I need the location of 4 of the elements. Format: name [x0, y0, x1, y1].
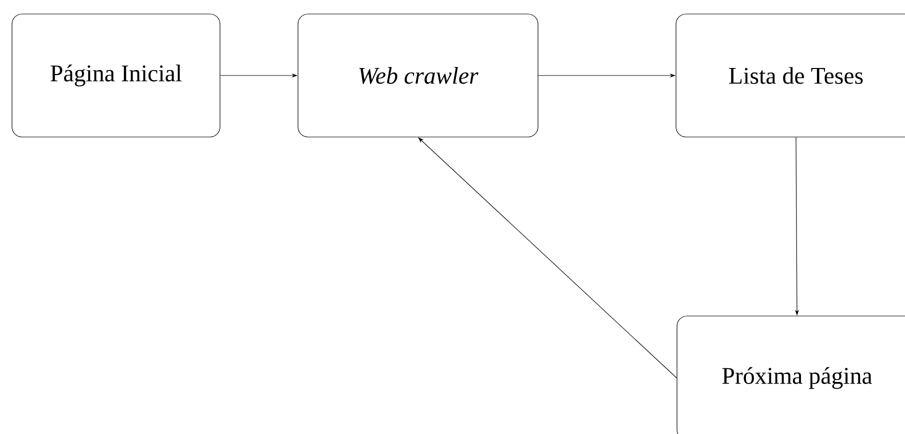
process-box: Página Inicial [12, 14, 220, 138]
process-box: Próxima página [676, 316, 905, 434]
process-box: Lista de Teses [676, 14, 905, 138]
process-box: Web crawler [298, 14, 538, 138]
